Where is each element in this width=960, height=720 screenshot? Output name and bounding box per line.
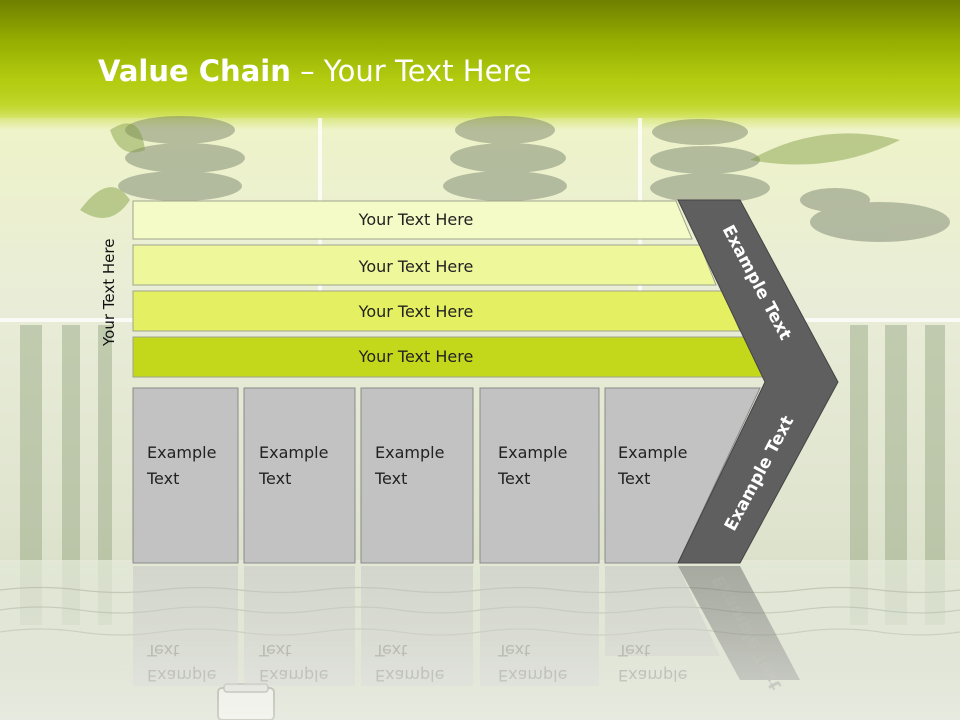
- leaves: [80, 123, 900, 218]
- box-2-line1: Example: [259, 443, 328, 462]
- chevron-shape: [677, 199, 839, 564]
- box-5-line2: Text: [617, 469, 650, 488]
- box-1-shape: [132, 387, 239, 564]
- stone-stacks: [118, 116, 950, 242]
- box-4-shape: [479, 387, 600, 564]
- bar-1: Your Text Here: [132, 200, 693, 240]
- box-5-line1: Example: [618, 443, 687, 462]
- bar-2-label: Your Text Here: [358, 257, 474, 276]
- box-2: Example Text: [243, 387, 356, 564]
- box-1: Example Text: [132, 387, 239, 564]
- bar-3-label: Your Text Here: [358, 302, 474, 321]
- box-3: Example Text: [360, 387, 474, 564]
- bar-4-label: Your Text Here: [358, 347, 474, 366]
- box-1-line2: Text: [146, 469, 179, 488]
- bar-2: Your Text Here: [132, 244, 717, 286]
- bamboo-stems: [20, 325, 945, 625]
- box-3-line2: Text: [374, 469, 407, 488]
- box-4-line2: Text: [497, 469, 530, 488]
- box-3-shape: [360, 387, 474, 564]
- bar-2-shape: [132, 244, 717, 286]
- bar-1-shape: [132, 200, 693, 240]
- bar-3-shape: [132, 290, 741, 332]
- reflection-fade: [0, 566, 960, 720]
- box-4-line1: Example: [498, 443, 567, 462]
- bar-3: Your Text Here: [132, 290, 741, 332]
- bar-1-label: Your Text Here: [358, 210, 474, 229]
- box-2-shape: [243, 387, 356, 564]
- box-2-line2: Text: [258, 469, 291, 488]
- box-4: Example Text: [479, 387, 600, 564]
- bar-4: Your Text Here: [132, 336, 765, 378]
- title-banner: [0, 0, 960, 118]
- box-3-line1: Example: [375, 443, 444, 462]
- page-title: Value Chain – Your Text Here: [98, 54, 532, 88]
- box-1-line1: Example: [147, 443, 216, 462]
